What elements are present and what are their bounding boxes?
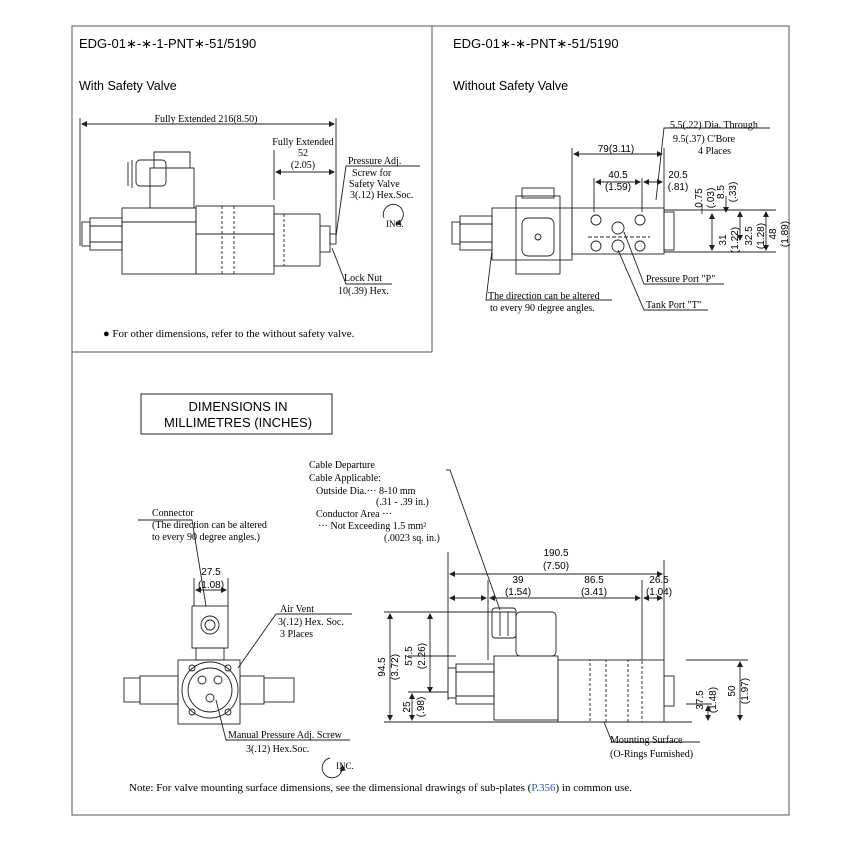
cable-line-1: Cable Departure [309, 460, 375, 471]
dim-25-mm: 25 [402, 701, 413, 713]
cable-line-7: (.0023 sq. in.) [384, 533, 440, 544]
lock-nut-line-2: 10(.39) Hex. [338, 286, 389, 297]
connector-line-3: to every 90 degree angles.) [152, 532, 260, 543]
through-hole-line-3: 4 Places [698, 146, 731, 157]
direction-line-2: to every 90 degree angles. [490, 303, 595, 314]
right-subtitle: Without Safety Valve [453, 79, 568, 93]
dim-40-5-in: (1.59) [605, 182, 631, 193]
pressure-adj-line-2: Screw for [352, 168, 392, 179]
other-dimensions-note: ● For other dimensions, refer to the wit… [103, 328, 355, 340]
dim-94-5-mm: 94.5 [377, 657, 388, 677]
dim-8-5-in: (.33) [728, 182, 739, 203]
cable-line-5: Conductor Area ··· [316, 509, 392, 520]
dim-26-5-in: (1.04) [646, 587, 672, 598]
dim-27-5-in: (1.08) [198, 580, 224, 591]
dim-37-5-mm: 37.5 [695, 690, 706, 710]
dim-94-5-in: (3.72) [390, 654, 401, 680]
air-vent-line-3: 3 Places [280, 629, 313, 640]
dim-0-75-in: (.03) [706, 188, 717, 209]
dim-8-5-mm: 8.5 [716, 185, 727, 199]
pressure-adj-line-1: Pressure Adj. [348, 156, 401, 167]
tank-port-label: Tank Port "T" [646, 300, 702, 311]
safety-valve-drawing [79, 118, 420, 285]
direction-line-1: The direction can be altered [488, 291, 600, 302]
dim-20-5-mm: 20.5 [668, 170, 688, 181]
dim-26-5-mm: 26.5 [649, 575, 669, 586]
dim-39-in: (1.54) [505, 587, 531, 598]
inc-arrow-top [382, 203, 404, 226]
page-frames [71, 25, 790, 816]
air-vent-line-2: 3(.12) Hex. Soc. [278, 617, 344, 628]
dim-20-5-in: (.81) [668, 182, 689, 193]
footer-note-after: ) in common use. [556, 782, 633, 794]
units-line-2: MILLIMETRES (INCHES) [164, 415, 312, 430]
pressure-port-label: Pressure Port "P" [646, 274, 715, 285]
left-model-code: EDG-01∗-∗-1-PNT∗-51/5190 [79, 36, 256, 51]
dim-57-5-in: (2.26) [417, 643, 428, 669]
fully-extended-short-in: (2.05) [291, 160, 315, 171]
footer-page-link[interactable]: P.356 [531, 782, 556, 794]
fully-extended-short-label: Fully Extended [272, 137, 333, 148]
inc-label-top: INC. [386, 219, 404, 229]
mounting-line-1: Mounting Surface [610, 735, 683, 746]
dim-0-75-mm: 0.75 [694, 188, 705, 208]
footer-note-before: Note: For valve mounting surface dimensi… [129, 782, 532, 794]
dim-39-mm: 39 [512, 575, 524, 586]
through-hole-line-1: 5.5(.22) Dia. Through [670, 120, 758, 131]
units-box [140, 393, 333, 435]
inc-arrow-bottom [321, 757, 346, 779]
dim-40-5-mm: 40.5 [608, 170, 628, 181]
dim-79: 79(3.11) [598, 144, 635, 155]
connector-line-1: Connector [152, 508, 194, 519]
dim-32-5-in: (1.28) [756, 223, 767, 249]
footer-note: Note: For valve mounting surface dimensi… [129, 782, 632, 794]
cable-line-4: (.31 - .39 in.) [376, 497, 429, 508]
dim-31-in: (1.22) [730, 227, 741, 253]
fully-extended-short-mm: 52 [298, 148, 308, 159]
dim-50-in: (1.97) [740, 678, 751, 704]
dim-190-5-in: (7.50) [543, 561, 569, 572]
dim-32-5-mm: 32.5 [744, 226, 755, 246]
manual-adj-line-1: Manual Pressure Adj. Screw [228, 730, 343, 741]
mounting-line-2: (O-Rings Furnished) [610, 749, 693, 760]
left-subtitle: With Safety Valve [79, 79, 177, 93]
right-model-code: EDG-01∗-∗-PNT∗-51/5190 [453, 36, 619, 51]
front-view-drawing [123, 519, 352, 741]
air-vent-line-1: Air Vent [280, 604, 314, 615]
dim-25-in: (.98) [416, 697, 427, 718]
dim-57-5-mm: 57.5 [404, 646, 415, 666]
manual-adj-line-2: 3(.12) Hex.Soc. [246, 744, 309, 755]
through-hole-line-2: 9.5(.37) C'Bore [673, 134, 736, 145]
cable-line-3: Outside Dia.··· 8-10 mm [316, 486, 416, 497]
dim-190-5-mm: 190.5 [543, 548, 568, 559]
units-line-1: DIMENSIONS IN [189, 399, 288, 414]
dim-37-5-in: (1.48) [708, 687, 719, 713]
dim-86-5-in: (3.41) [581, 587, 607, 598]
dim-48-mm: 48 [768, 228, 779, 240]
connector-line-2: (The direction can be altered [152, 520, 267, 531]
dim-31-mm: 31 [718, 234, 729, 246]
dim-86-5-mm: 86.5 [584, 575, 604, 586]
pressure-adj-line-4: 3(.12) Hex.Soc. [350, 190, 413, 201]
pressure-adj-line-3: Safety Valve [349, 179, 400, 190]
lock-nut-line-1: Lock Nut [344, 273, 382, 284]
dim-27-5-mm: 27.5 [201, 567, 221, 578]
dim-48-in: (1.89) [780, 221, 791, 247]
plain-valve-drawing [451, 127, 776, 311]
cable-line-2: Cable Applicable: [309, 473, 381, 484]
inc-label-bottom: INC. [336, 761, 354, 771]
cable-line-6: ··· Not Exceeding 1.5 mm² [318, 521, 426, 532]
fully-extended-overall-label: Fully Extended 216(8.50) [154, 114, 257, 125]
dim-50-mm: 50 [727, 685, 738, 697]
side-view-drawing [384, 469, 748, 743]
